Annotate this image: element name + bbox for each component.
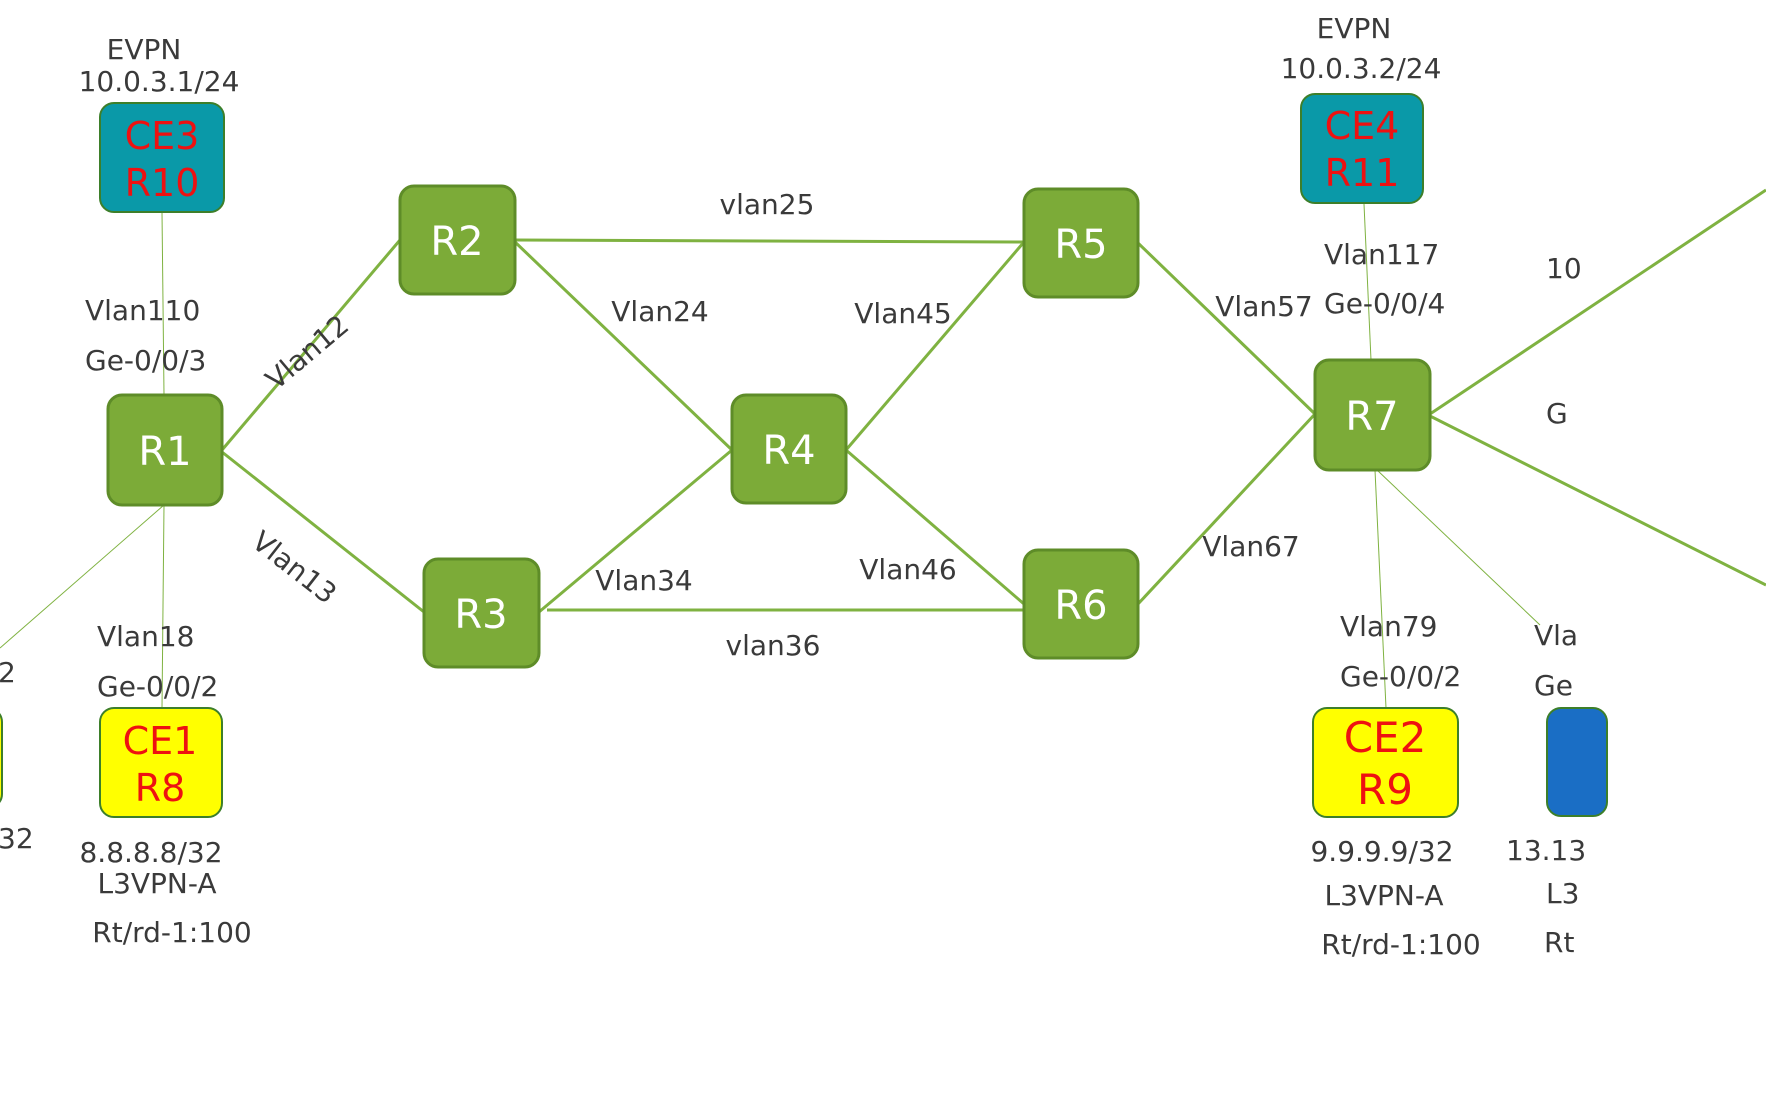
ce-node-right-partial[interactable]: [1546, 707, 1608, 817]
attach-port-r1-ce1: Ge-0/0/2: [97, 670, 218, 703]
edge-fragment-right-port: Ge: [1534, 669, 1573, 702]
router-label: R6: [1054, 583, 1107, 629]
router-r2[interactable]: R2: [398, 184, 517, 296]
ce2-rt: Rt/rd-1:100: [1321, 928, 1480, 961]
link-r4-r5: [844, 241, 1026, 451]
link-label-vlan45: Vlan45: [854, 297, 951, 330]
ce-node-router: R10: [125, 161, 200, 205]
ce-node-router: R8: [135, 766, 186, 810]
router-label: R7: [1345, 394, 1398, 440]
edge-fragment-right-addr: 13.13: [1506, 834, 1586, 867]
ce3-address: 10.0.3.1/24: [79, 65, 240, 98]
ce4-service: EVPN: [1317, 12, 1392, 45]
ce-node-name: CE4: [1325, 104, 1400, 148]
link-r1-r2: [220, 239, 402, 451]
link-r7-ce2: [1374, 469, 1387, 709]
attach-port-r1-ce3: Ge-0/0/3: [85, 344, 206, 377]
ce-node-router: R11: [1325, 151, 1400, 195]
router-label: R5: [1054, 222, 1107, 268]
link-r7-right-ce: [1376, 469, 1541, 626]
link-r4-r6: [845, 448, 1025, 606]
edge-fragment-right-vlan: Vla: [1534, 619, 1578, 652]
ce-node-name: CE2: [1344, 713, 1427, 762]
link-label-vlan36: vlan36: [726, 629, 821, 662]
router-r4[interactable]: R4: [730, 393, 848, 505]
ce-node-ce4[interactable]: CE4 R11: [1300, 93, 1424, 204]
ce-node-name: CE1: [123, 719, 198, 763]
attach-port-r7-ce2: Ge-0/0/2: [1340, 660, 1461, 693]
link-label-vlan67: Vlan67: [1202, 530, 1299, 563]
routers: R1 R2 R3 R4 R5 R6 R7: [106, 184, 1432, 669]
link-label-vlan57: Vlan57: [1215, 290, 1312, 323]
router-label: R3: [454, 592, 507, 638]
link-label-vlan12: Vlan12: [259, 308, 355, 396]
link-r5-r7: [1136, 241, 1317, 416]
links: [0, 188, 1766, 709]
attach-vlan-r1-ce1: Vlan18: [97, 620, 194, 653]
ce1-rt: Rt/rd-1:100: [92, 916, 251, 949]
router-r5[interactable]: R5: [1022, 187, 1140, 299]
router-label: R1: [138, 429, 191, 475]
attach-vlan-r7-ce4: Vlan117: [1324, 238, 1439, 271]
link-r2-r4: [513, 240, 734, 452]
attach-port-r7-ce4: Ge-0/0/4: [1324, 287, 1445, 320]
edge-fragment-left-bottom: 32: [0, 822, 34, 855]
link-label-vlan34: Vlan34: [595, 564, 692, 597]
link-r7-right-lower: [1429, 414, 1766, 587]
link-r7-right-upper: [1429, 188, 1766, 416]
ce1-address: 8.8.8.8/32: [79, 836, 222, 869]
link-r7-ce4: [1363, 203, 1372, 361]
link-r1-left: [0, 504, 165, 649]
edge-fragment-right-mid: G: [1546, 397, 1568, 430]
edge-fragment-right-top: 10: [1546, 252, 1582, 285]
link-label-vlan25: vlan25: [720, 188, 815, 221]
attach-vlan-r1-ce3: Vlan110: [85, 294, 200, 327]
router-r7[interactable]: R7: [1313, 358, 1432, 472]
router-r3[interactable]: R3: [422, 557, 541, 669]
ce-nodes: CE3 R10 CE4 R11 CE1 R8 CE2 R9: [0, 93, 1608, 818]
link-r1-ce3: [161, 211, 165, 396]
ce-node-name: CE3: [125, 114, 200, 158]
ce-node-ce2[interactable]: CE2 R9: [1312, 707, 1459, 818]
ce1-service: L3VPN-A: [97, 867, 216, 900]
router-r1[interactable]: R1: [106, 393, 224, 507]
link-r3-r4: [538, 448, 733, 614]
router-r6[interactable]: R6: [1022, 548, 1140, 660]
ce2-address: 9.9.9.9/32: [1310, 835, 1453, 868]
link-r6-r7: [1136, 412, 1317, 606]
edge-fragment-right-rt: Rt: [1544, 926, 1574, 959]
ce3-service: EVPN: [107, 33, 182, 66]
link-r1-ce1: [161, 504, 165, 709]
router-label: R4: [762, 428, 815, 474]
ce-node-ce1[interactable]: CE1 R8: [99, 707, 223, 818]
ce-node-left-partial[interactable]: [0, 708, 3, 808]
link-label-vlan46: Vlan46: [859, 553, 956, 586]
ce4-address: 10.0.3.2/24: [1281, 52, 1442, 85]
attach-vlan-r7-ce2: Vlan79: [1340, 610, 1437, 643]
ce-node-router: R9: [1357, 765, 1413, 814]
link-r1-r3: [221, 450, 425, 614]
link-label-vlan24: Vlan24: [611, 295, 708, 328]
ce-node-ce3[interactable]: CE3 R10: [99, 102, 225, 213]
edge-fragment-left-mid: 2: [0, 656, 16, 689]
link-r2-r5: [514, 238, 1025, 244]
ce2-service: L3VPN-A: [1324, 879, 1443, 912]
edge-fragment-right-service: L3: [1546, 877, 1579, 910]
router-label: R2: [430, 219, 483, 265]
